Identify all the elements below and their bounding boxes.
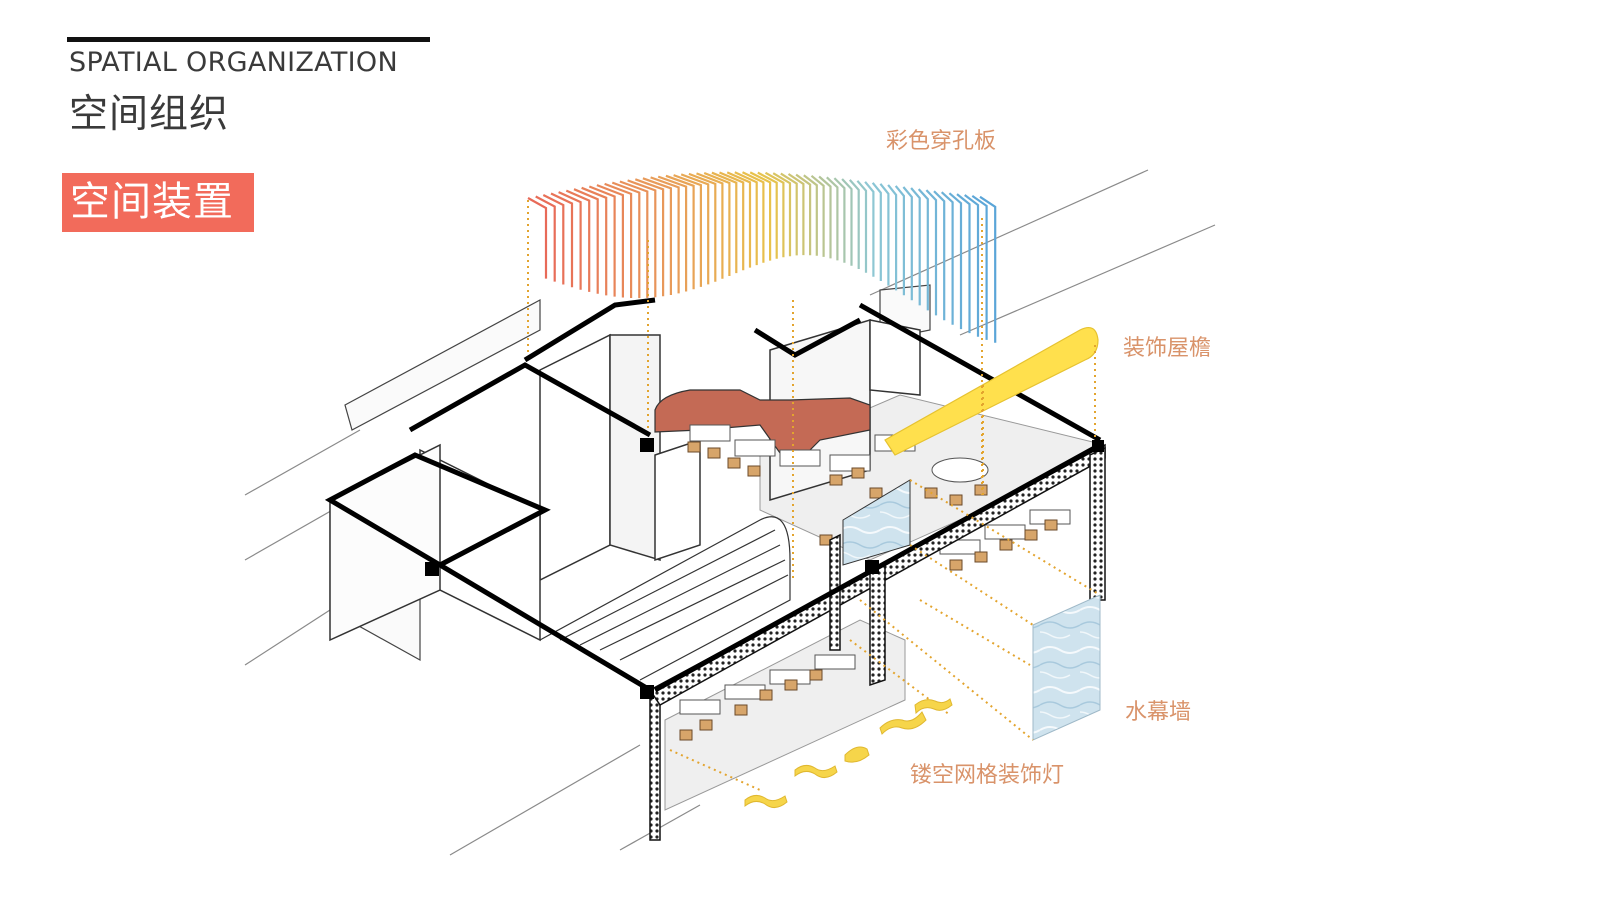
panel-fin (673, 174, 702, 287)
panel-fin (964, 194, 980, 337)
panel-fin (757, 171, 778, 259)
panel-fin (848, 179, 860, 269)
panel-fin (971, 194, 988, 340)
panel-fin (787, 173, 805, 256)
panel-fin (696, 172, 724, 279)
panel-fin (527, 197, 548, 279)
section-tag: 空间装置 (62, 173, 254, 232)
panel-fin (940, 191, 954, 325)
page-title-english: SPATIAL ORGANIZATION (69, 47, 398, 78)
label-decorative-eave: 装饰屋檐 (1123, 336, 1212, 361)
panel-fin (627, 179, 657, 298)
panel-fin (688, 172, 717, 282)
panel-fin (573, 188, 599, 294)
panel-fin (795, 173, 812, 256)
panel-fin (764, 171, 785, 258)
tables (679, 424, 1071, 715)
panel-fin (841, 178, 853, 266)
grid-lamps (744, 698, 953, 808)
panel-fin (581, 186, 608, 296)
context-lines (244, 169, 1216, 856)
panel-fin (558, 191, 582, 290)
panel-fin (910, 187, 921, 306)
label-perforated-panel: 彩色穿孔板 (886, 129, 997, 154)
panel-fin (542, 194, 565, 285)
panel-fin (611, 181, 641, 299)
panel-fin (902, 186, 913, 301)
panel-fin (642, 177, 672, 295)
panel-fin (803, 174, 818, 256)
panel-fin (588, 185, 616, 297)
panel-fin (833, 177, 846, 263)
panel-fin (703, 171, 731, 276)
panel-fin (619, 180, 649, 298)
panel-fin (634, 178, 665, 297)
panel-fin (535, 195, 556, 282)
panel-fin (948, 192, 963, 330)
leader-lines (527, 200, 1101, 791)
panel-fin (665, 174, 695, 290)
panel-fin (772, 172, 792, 257)
panel-fin (894, 185, 905, 296)
panel-fin (818, 175, 832, 259)
panel-fin (550, 192, 574, 288)
panel-fin (856, 180, 868, 273)
panel-fin (604, 182, 633, 298)
panel-fin (650, 176, 680, 294)
panel-fin (956, 193, 971, 334)
panel-fin (657, 175, 688, 292)
panel-fin (826, 176, 839, 261)
floor-plate-front (664, 619, 906, 811)
panel-fin (887, 184, 898, 291)
yellow-eave (884, 327, 1099, 456)
panel-fin (871, 182, 882, 281)
perforated-panel (527, 171, 997, 343)
panel-fin (719, 171, 745, 271)
page-title-chinese: 空间组织 (69, 92, 230, 137)
panel-fin (711, 171, 738, 274)
panel-fin (933, 190, 946, 321)
water-wall-exploded (1032, 594, 1101, 741)
roof-posts (425, 438, 1104, 699)
panel-fin (565, 189, 591, 292)
chairs (679, 441, 1058, 741)
panel-fin (742, 171, 765, 263)
panel-fin (726, 171, 752, 268)
panel-fin (864, 181, 875, 277)
panel-fin (734, 171, 758, 266)
panel-fin (810, 174, 825, 257)
panel-fin (879, 183, 890, 286)
header-rule (67, 37, 430, 42)
panel-fin (979, 195, 997, 343)
panel-fin (749, 171, 772, 261)
panel-fin (680, 173, 710, 285)
panel-fin (925, 189, 938, 316)
panel-fin (917, 188, 929, 311)
panel-fin (780, 172, 798, 256)
label-water-curtain-wall: 水幕墙 (1125, 700, 1192, 725)
label-hollow-grid-lamp: 镂空网格装饰灯 (910, 763, 1065, 788)
panel-fin (596, 184, 624, 298)
ramp (539, 516, 791, 681)
